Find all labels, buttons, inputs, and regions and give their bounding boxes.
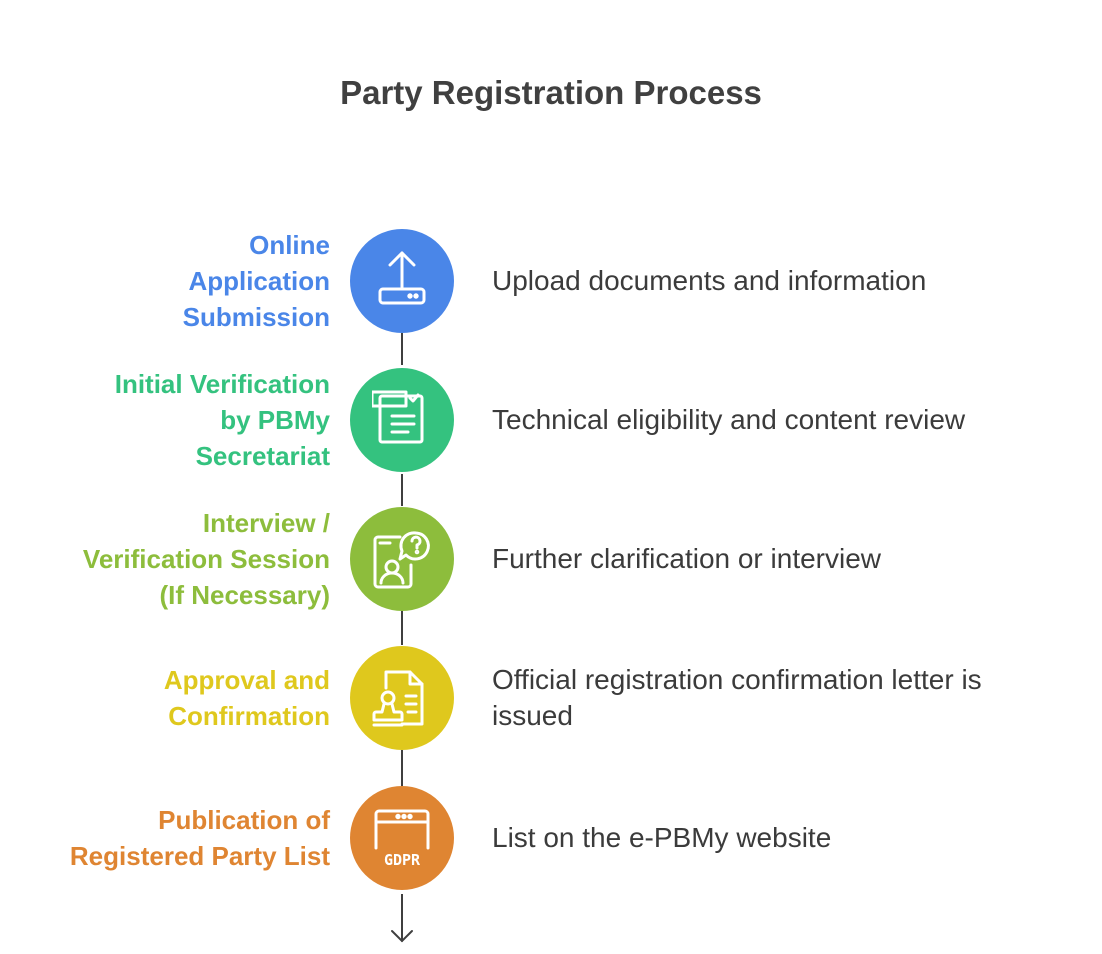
step-label: Interview / Verification Session (If Nec… [82,508,330,610]
step-approval-confirmation: Approval and Confirmation Official regis… [0,646,1102,750]
step-description: Further clarification or interview [492,543,882,574]
step-initial-verification: Initial Verification by PBMy Secretariat… [0,368,1102,472]
connector-line [401,611,403,645]
stamp-document-icon [372,670,424,727]
step-publication: Publication of Registered Party List GDP… [0,786,1102,890]
gdpr-text: GDPR [384,851,421,868]
step-description: List on the e-PBMy website [492,822,832,853]
connector-line [401,474,403,506]
step-description: Upload documents and information [492,265,927,296]
step-online-application: Online Application Submission Upload doc… [0,229,1102,333]
step-description: Technical eligibility and content review [492,404,966,435]
diagram-title: Party Registration Process [340,74,762,111]
connector-line [401,750,403,786]
step-circle [350,507,454,611]
step-label: Approval and Confirmation [163,665,330,731]
step-circle [350,646,454,750]
step-circle [350,368,454,472]
upload-icon [378,251,426,305]
step-label: Publication of Registered Party List [69,805,330,871]
step-description: Official registration confirmation lette… [492,664,982,731]
step-label: Online Application Submission [182,230,330,332]
gdpr-window-icon: GDPR [374,809,430,868]
phone-question-icon [373,531,430,589]
step-circle [350,229,454,333]
step-circle: GDPR [350,786,454,890]
connector-line [401,333,403,365]
step-label: Initial Verification by PBMy Secretariat [114,369,330,471]
down-arrow-icon [391,894,413,943]
document-check-icon [372,390,424,444]
step-interview-session: Interview / Verification Session (If Nec… [0,507,1102,611]
